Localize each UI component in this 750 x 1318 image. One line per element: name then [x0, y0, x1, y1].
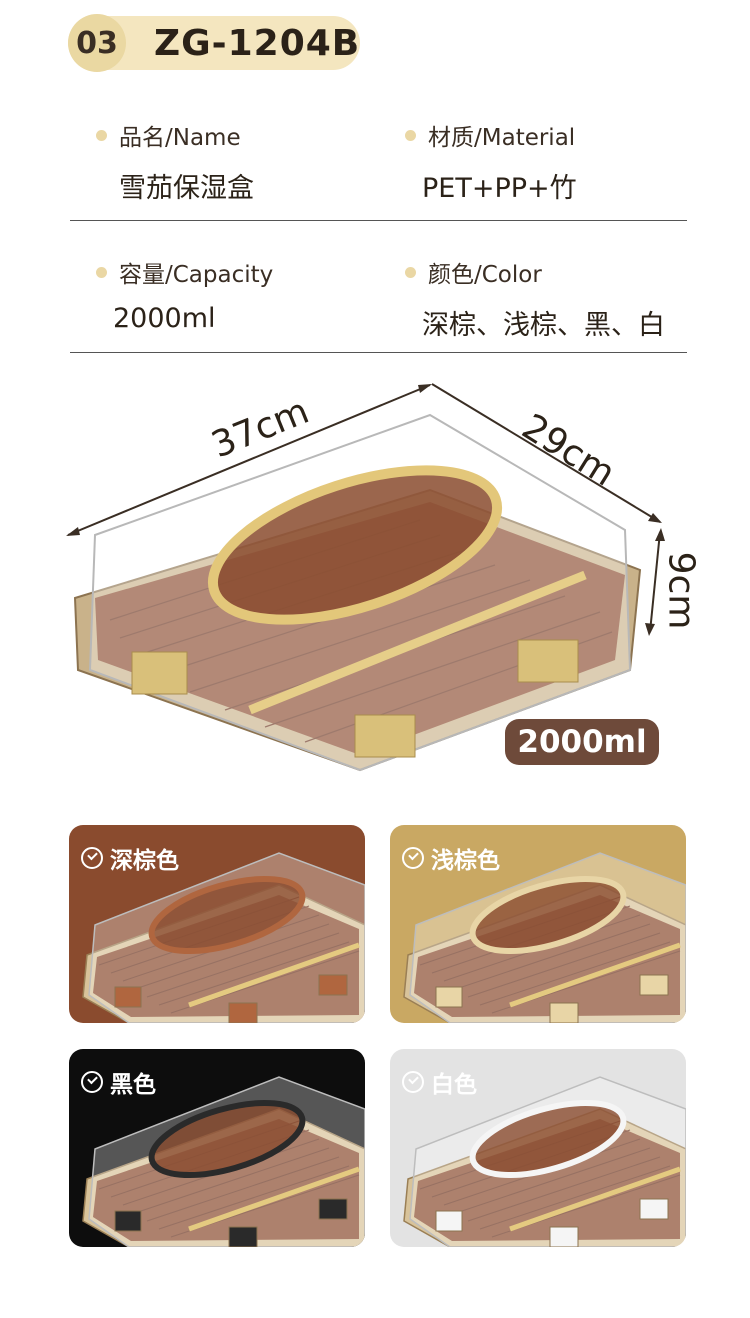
spec-name-label: 品名/Name: [119, 125, 241, 151]
model-code: ZG-1204B: [154, 22, 361, 64]
bullet-icon: [405, 129, 416, 141]
model-number-badge: 03: [68, 14, 126, 72]
tray-clip: [114, 986, 142, 1008]
divider: [70, 220, 687, 221]
variant-title: 黑色: [81, 1065, 156, 1099]
spec-capacity-value: 2000ml: [113, 303, 216, 334]
cigar-row: [479, 1165, 671, 1230]
tray-clip: [114, 1210, 142, 1232]
cigar-row: [146, 1156, 340, 1222]
tray-interior: [93, 895, 359, 1017]
arrow-icon: [655, 528, 665, 541]
spec-name: 品名/Name 雪茄保湿盒: [96, 118, 254, 205]
variant-label: 浅棕色: [431, 848, 500, 874]
check-circle-icon: [81, 1071, 103, 1093]
lid-oval-window: [207, 465, 503, 625]
cigar-row: [134, 923, 330, 990]
cigar-row: [455, 923, 651, 990]
check-circle-icon: [402, 847, 424, 869]
bullet-icon: [96, 129, 107, 141]
cigar-row: [158, 1165, 350, 1230]
height-dimension-line: [649, 531, 661, 633]
variant-title: 浅棕色: [402, 841, 500, 875]
tray-clip: [435, 1210, 463, 1232]
variant-card-white[interactable]: 白色: [390, 1049, 686, 1247]
tray-clip: [549, 1002, 579, 1023]
cigar-row: [455, 1147, 651, 1214]
tray-clip: [549, 1226, 579, 1247]
bullet-icon: [96, 266, 107, 278]
cigar-row: [134, 1147, 330, 1214]
variant-card-black[interactable]: 黑色: [69, 1049, 365, 1247]
width-dimension-line: [431, 383, 661, 523]
arrow-icon: [648, 513, 662, 523]
tray-clip: [318, 974, 348, 996]
spec-color: 颜色/Color 深棕、浅棕、黑、白: [405, 255, 665, 342]
product-hero-image: [66, 383, 665, 772]
variant-image: [82, 1076, 365, 1247]
tray-clip: [639, 974, 669, 996]
cigar-band: [188, 1166, 360, 1232]
tray-clip: [318, 1198, 348, 1220]
capacity-badge: 2000ml: [505, 719, 659, 765]
variant-label: 黑色: [110, 1072, 156, 1098]
spec-name-value: 雪茄保湿盒: [119, 173, 254, 204]
variant-label: 白色: [431, 1072, 477, 1098]
tray-interior: [414, 895, 680, 1017]
arrow-icon: [645, 623, 655, 636]
variant-card-light-brown[interactable]: 浅棕色: [390, 825, 686, 1023]
variant-title: 深棕色: [81, 841, 179, 875]
spec-material: 材质/Material PET+PP+竹: [405, 118, 577, 205]
cigar-row: [158, 941, 350, 1006]
spec-material-value: PET+PP+竹: [422, 173, 577, 204]
spec-capacity-label: 容量/Capacity: [119, 262, 274, 288]
tray-clip: [228, 1226, 258, 1247]
spec-color-value: 深棕、浅棕、黑、白: [422, 310, 665, 341]
tray-clip: [639, 1198, 669, 1220]
spec-capacity: 容量/Capacity 2000ml: [96, 255, 273, 334]
variant-title: 白色: [402, 1065, 477, 1099]
cigar-band: [188, 942, 360, 1008]
arrow-icon: [66, 527, 80, 536]
check-circle-icon: [402, 1071, 424, 1093]
tray-clip: [131, 651, 188, 695]
check-circle-icon: [81, 847, 103, 869]
model-header: 03 ZG-1204B: [68, 14, 360, 72]
cigar-row: [467, 1156, 661, 1222]
bullet-icon: [405, 266, 416, 278]
variant-image: [403, 852, 686, 1023]
variant-image: [82, 852, 365, 1023]
lid-oval-window: [469, 1100, 627, 1178]
lid-oval-window: [469, 876, 627, 954]
lid-oval-window: [148, 1100, 306, 1178]
variant-label: 深棕色: [110, 848, 179, 874]
cigar-row: [467, 932, 661, 998]
variant-image: [403, 1076, 686, 1247]
cigar-row: [479, 941, 671, 1006]
spec-color-label: 颜色/Color: [428, 262, 542, 288]
variant-card-dark-brown[interactable]: 深棕色: [69, 825, 365, 1023]
cigar-band: [509, 942, 681, 1008]
dimension-height: 9cm: [660, 551, 702, 630]
length-dimension-line: [67, 384, 431, 536]
tray-interior: [414, 1119, 680, 1241]
tray-clip: [354, 714, 416, 758]
lid-oval-window: [148, 876, 306, 954]
arrow-icon: [418, 384, 432, 393]
divider: [70, 352, 687, 353]
tray-interior: [93, 1119, 359, 1241]
cigar-row: [146, 932, 340, 998]
spec-material-label: 材质/Material: [428, 125, 576, 151]
cigar-band: [509, 1166, 681, 1232]
cigar-band: [248, 570, 587, 715]
tray-clip: [517, 639, 579, 683]
tray-clip: [435, 986, 463, 1008]
tray-clip: [228, 1002, 258, 1023]
